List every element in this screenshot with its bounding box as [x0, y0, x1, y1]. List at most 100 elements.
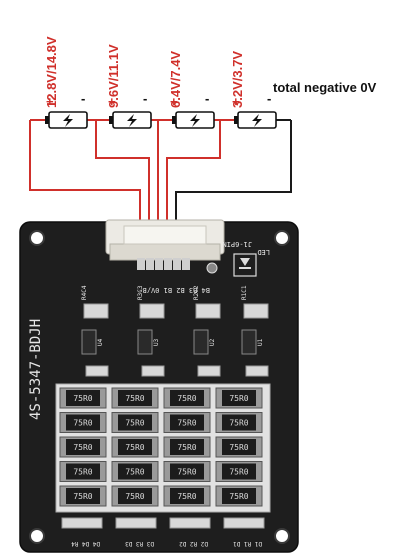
- resistor-value-label: 75R0: [125, 468, 144, 477]
- cell-3-plus-sign: +: [108, 94, 116, 109]
- smd-resistor-75r0: 75R0: [111, 412, 159, 433]
- smd-resistor-75r0: 75R0: [163, 387, 211, 409]
- smd-resistor-small: [197, 365, 221, 377]
- total-negative-label: total negative 0V: [273, 80, 377, 95]
- lightning-icon: [127, 114, 137, 127]
- resistor-value-label: 75R0: [177, 443, 196, 452]
- cell-3-voltage-label: 9.6V/11.1V: [106, 44, 121, 108]
- component-label: U3: [153, 338, 160, 346]
- smd-resistor-75r0: 75R0: [215, 387, 263, 409]
- battery-cell-4: [45, 111, 88, 129]
- cell-1-voltage-text: 3.2V/3.7V: [230, 51, 245, 108]
- smd-resistor-75r0: 75R0: [215, 436, 263, 458]
- mounting-hole: [274, 528, 290, 544]
- smd-resistor-75r0: 75R0: [59, 485, 107, 507]
- board-model-label: 4S-5347-BDJH: [28, 319, 44, 420]
- bottom-label-1: D4 D4 R4: [71, 540, 100, 547]
- cell-2-voltage-text: 6.4V/7.4V: [168, 51, 183, 108]
- component-label: U2: [209, 338, 216, 346]
- resistor-value-label: 75R0: [73, 419, 92, 428]
- smd-resistor-75r0: 75R0: [59, 412, 107, 433]
- cell-4-minus-sign: -: [81, 91, 85, 106]
- resistor-value-label: 75R0: [73, 492, 92, 501]
- balance-connector: [105, 219, 225, 270]
- resistor-value-label: 75R0: [73, 394, 92, 403]
- resistor-value-label: 75R0: [177, 394, 196, 403]
- battery-cell-2: [172, 111, 215, 129]
- bottom-label-4: D1 R1 D1: [233, 540, 262, 547]
- cell-2-plus-sign: +: [170, 94, 178, 109]
- cell-3-voltage-text: 9.6V/11.1V: [106, 44, 121, 108]
- smd-capacitor: [195, 303, 221, 319]
- component-area: R4C4 R3C3 R2C2 R1C1 U4 U3 U2 U1: [81, 285, 269, 377]
- bottom-label-2: D3 R3 D3: [125, 540, 154, 547]
- cell-2-voltage-label: 6.4V/7.4V: [168, 51, 183, 108]
- smd-resistor-75r0: 75R0: [163, 485, 211, 507]
- pin-labels: B4 B3 B2 B1 0V/B-: [138, 286, 210, 294]
- smd-capacitor: [83, 303, 109, 319]
- smd-resistor-75r0: 75R0: [111, 485, 159, 507]
- cell-1-plus-sign: +: [232, 94, 240, 109]
- smd-resistor-75r0: 75R0: [163, 461, 211, 482]
- resistor-value-label: 75R0: [73, 468, 92, 477]
- bottom-label-3: D2 R2 D2: [179, 540, 208, 547]
- connector-label: J1-6PIN: [222, 240, 252, 248]
- smd-resistor-75r0: 75R0: [215, 412, 263, 433]
- bottom-components: [61, 517, 265, 529]
- component-label: U4: [97, 338, 104, 346]
- lightning-icon: [190, 114, 200, 127]
- wire-b1: [166, 120, 221, 262]
- resistor-value-label: 75R0: [125, 492, 144, 501]
- resistor-value-label: 75R0: [125, 419, 144, 428]
- mounting-hole: [29, 230, 45, 246]
- resistor-value-label: 75R0: [125, 443, 144, 452]
- smd-resistor-75r0: 75R0: [111, 436, 159, 458]
- resistor-value-label: 75R0: [229, 492, 248, 501]
- smd-resistor-75r0: 75R0: [59, 461, 107, 482]
- battery-cell-1: [234, 111, 277, 129]
- smd-resistor-small: [85, 365, 109, 377]
- component-label: U1: [257, 338, 264, 346]
- led-outline: [233, 253, 257, 277]
- resistor-value-label: 75R0: [177, 468, 196, 477]
- smd-chip: [137, 329, 153, 355]
- pcb-board: J1-6PIN LED B4 B3 B2 B1 0V/B- 4S-5347-BD…: [19, 219, 299, 553]
- cell-4-voltage-label: 12.8V/14.8V: [44, 36, 59, 108]
- diode-icon: [240, 258, 250, 266]
- smd-resistor-75r0: 75R0: [215, 461, 263, 482]
- component-label: R4C4: [81, 285, 88, 300]
- component-label: R1C1: [241, 285, 248, 300]
- resistor-value-label: 75R0: [177, 492, 196, 501]
- smd-chip: [81, 329, 97, 355]
- battery-cell-3: [109, 111, 152, 129]
- resistor-value-label: 75R0: [177, 419, 196, 428]
- component-label: R3C3: [137, 285, 144, 300]
- smd-resistor-75r0: 75R0: [111, 387, 159, 409]
- smd-resistor-small: [141, 365, 165, 377]
- smd-chip: [193, 329, 209, 355]
- smd-chip: [241, 329, 257, 355]
- smd-resistor-75r0: 75R0: [163, 436, 211, 458]
- smd-resistor-75r0: 75R0: [59, 436, 107, 458]
- cell-1-voltage-label: 3.2V/3.7V: [230, 51, 245, 108]
- smd-capacitor: [243, 303, 269, 319]
- smd-resistor-small: [245, 365, 269, 377]
- component-label: R2C2: [193, 285, 200, 300]
- cell-3-minus-sign: -: [143, 91, 147, 106]
- resistor-value-label: 75R0: [229, 443, 248, 452]
- resistor-value-label: 75R0: [73, 443, 92, 452]
- smd-resistor-75r0: 75R0: [111, 461, 159, 482]
- smd-resistor-75r0: 75R0: [163, 412, 211, 433]
- resistor-value-label: 75R0: [125, 394, 144, 403]
- cell-4-plus-sign: +: [46, 94, 54, 109]
- via-pad: [206, 262, 218, 274]
- mounting-hole: [274, 230, 290, 246]
- mounting-hole: [29, 528, 45, 544]
- lightning-icon: [63, 114, 73, 127]
- resistor-grid: 75R0 75R0 75R0 75R0 75R0 75R0 75R0 75R0 75R0 75R0…: [59, 387, 263, 507]
- cell-2-minus-sign: -: [205, 91, 209, 106]
- smd-capacitor: [139, 303, 165, 319]
- lightning-icon: [252, 114, 262, 127]
- smd-resistor-75r0: 75R0: [59, 387, 107, 409]
